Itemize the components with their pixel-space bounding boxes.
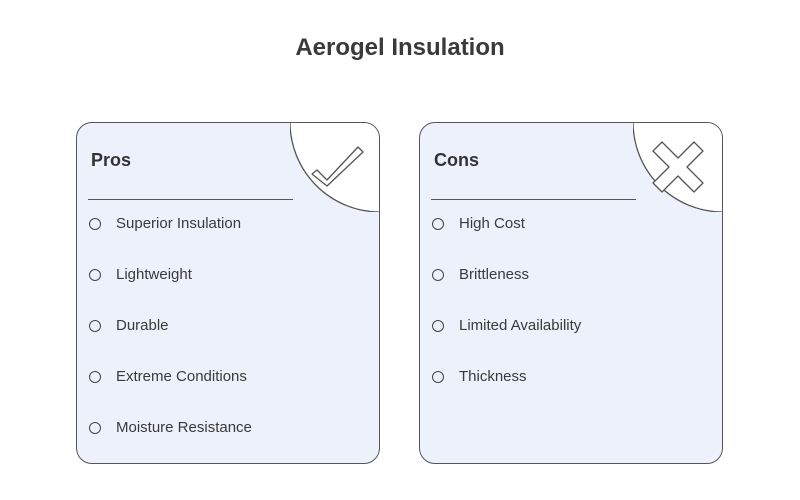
pros-item: Moisture Resistance (89, 417, 252, 463)
checkmark-icon (311, 146, 364, 187)
circle-bullet-icon (89, 269, 101, 281)
circle-bullet-icon (89, 218, 101, 230)
cons-item-label: High Cost (459, 215, 525, 232)
pros-item-label: Moisture Resistance (116, 419, 252, 436)
cons-corner (633, 123, 722, 212)
pros-item-label: Durable (116, 317, 169, 334)
pros-item: Lightweight (89, 264, 252, 315)
x-mark-icon (652, 141, 704, 193)
circle-bullet-icon (89, 371, 101, 383)
pros-list: Superior Insulation Lightweight Durable … (89, 213, 252, 463)
pros-heading: Pros (91, 150, 132, 170)
cons-list: High Cost Brittleness Limited Availabili… (432, 213, 581, 417)
pros-corner (290, 123, 379, 212)
pros-item-label: Extreme Conditions (116, 368, 247, 385)
circle-bullet-icon (432, 269, 444, 281)
diagram-title: Aerogel Insulation (295, 34, 505, 61)
cons-item: Thickness (432, 366, 581, 417)
pros-divider (88, 199, 293, 200)
cons-item: High Cost (432, 213, 581, 264)
cons-item-label: Brittleness (459, 266, 530, 283)
circle-bullet-icon (432, 320, 444, 332)
pros-item-label: Lightweight (116, 266, 192, 283)
pros-item: Extreme Conditions (89, 366, 252, 417)
cons-heading: Cons (434, 150, 479, 170)
circle-bullet-icon (89, 320, 101, 332)
pros-item: Superior Insulation (89, 213, 252, 264)
pros-card: Pros Superior Insulation Lightweight Dur… (76, 122, 380, 464)
pros-item-label: Superior Insulation (116, 215, 242, 232)
circle-bullet-icon (432, 371, 444, 383)
cons-card: Cons High Cost Brittleness Limited Avail… (419, 122, 723, 464)
cons-item-label: Thickness (459, 368, 527, 385)
cons-item: Brittleness (432, 264, 581, 315)
pros-item: Durable (89, 315, 252, 366)
circle-bullet-icon (432, 218, 444, 230)
circle-bullet-icon (89, 422, 101, 434)
cons-item: Limited Availability (432, 315, 581, 366)
cons-item-label: Limited Availability (459, 317, 582, 334)
cons-divider (431, 199, 636, 200)
